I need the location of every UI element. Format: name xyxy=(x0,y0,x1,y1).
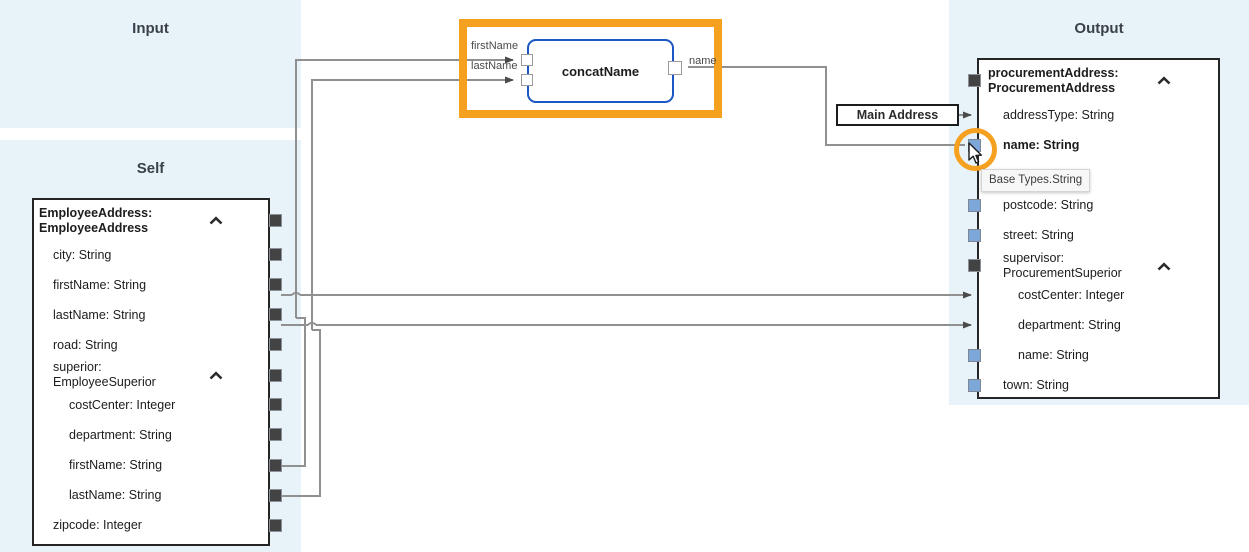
function-output-label-name: name xyxy=(689,55,717,67)
function-input-label-firstname: firstName xyxy=(471,40,519,52)
self-port-root[interactable] xyxy=(269,214,282,227)
self-row-label-road: road: String xyxy=(53,338,118,352)
self-row-label-superior-firstname: firstName: String xyxy=(69,458,163,472)
panel-input-title: Input xyxy=(132,20,169,37)
output-row-label-supervisor-costcenter: costCenter: Integer xyxy=(1018,288,1125,302)
self-port-superior-firstname[interactable] xyxy=(269,459,282,472)
self-port-lastname[interactable] xyxy=(269,308,282,321)
function-input-port-firstname[interactable] xyxy=(521,54,533,66)
output-row-label-supervisor: supervisor: ProcurementSuperior xyxy=(1003,251,1122,280)
output-port-root[interactable] xyxy=(968,74,981,87)
self-superior-chevron-up-icon[interactable] xyxy=(209,371,223,381)
panel-input: Input xyxy=(0,0,301,128)
output-row-label-postcode: postcode: String xyxy=(1003,198,1094,212)
self-port-superior-department[interactable] xyxy=(269,428,282,441)
output-supervisor-chevron-up-icon[interactable] xyxy=(1157,262,1171,272)
output-structure-node[interactable] xyxy=(977,58,1220,399)
self-row-label-superior: superior: EmployeeSuperior xyxy=(53,360,156,389)
output-row-label-supervisor-department: department: String xyxy=(1018,318,1121,332)
function-input-label-lastname: lastName xyxy=(471,60,518,72)
function-output-port-name[interactable] xyxy=(668,61,682,75)
output-row-label-town: town: String xyxy=(1003,378,1070,392)
port-type-tooltip: Base Types.String xyxy=(981,169,1091,192)
self-row-label-superior-lastname: lastName: String xyxy=(69,488,162,502)
output-port-postcode[interactable] xyxy=(968,199,981,212)
port-hover-highlight-ring xyxy=(954,128,997,171)
output-row-label-addresstype: addressType: String xyxy=(1003,108,1115,122)
output-root-chevron-up-icon[interactable] xyxy=(1157,76,1171,86)
panel-output-title: Output xyxy=(1074,20,1124,37)
self-port-city[interactable] xyxy=(269,248,282,261)
self-row-label-lastname: lastName: String xyxy=(53,308,146,322)
output-port-supervisor[interactable] xyxy=(968,259,981,272)
self-row-label-superior-costcenter: costCenter: Integer xyxy=(69,398,176,412)
output-port-town[interactable] xyxy=(968,379,981,392)
function-node-selection-frame xyxy=(459,19,722,118)
self-port-superior[interactable] xyxy=(269,369,282,382)
output-port-street[interactable] xyxy=(968,229,981,242)
self-root-chevron-up-icon[interactable] xyxy=(209,216,223,226)
output-row-label-supervisor-name: name: String xyxy=(1018,348,1089,362)
constant-node-main-address[interactable]: Main Address xyxy=(836,104,959,126)
self-row-label-firstname: firstName: String xyxy=(53,278,147,292)
self-port-road[interactable] xyxy=(269,338,282,351)
output-row-label-street: street: String xyxy=(1003,228,1074,242)
self-row-label-city: city: String xyxy=(53,248,112,262)
self-row-label-superior-department: department: String xyxy=(69,428,172,442)
self-port-zipcode[interactable] xyxy=(269,519,282,532)
function-node-concatname[interactable]: concatName xyxy=(527,39,674,103)
output-row-label-root: procurementAddress: ProcurementAddress xyxy=(988,66,1119,95)
output-port-supervisor-name[interactable] xyxy=(968,349,981,362)
self-row-label-zipcode: zipcode: Integer xyxy=(53,518,142,532)
self-port-superior-lastname[interactable] xyxy=(269,489,282,502)
panel-self-title: Self xyxy=(136,160,165,177)
self-port-superior-costcenter[interactable] xyxy=(269,398,282,411)
output-row-label-name: name: String xyxy=(1003,138,1080,152)
self-row-label-root: EmployeeAddress: EmployeeAddress xyxy=(39,206,153,235)
self-port-firstname[interactable] xyxy=(269,278,282,291)
function-input-port-lastname[interactable] xyxy=(521,74,533,86)
mouse-pointer-icon xyxy=(968,142,983,164)
